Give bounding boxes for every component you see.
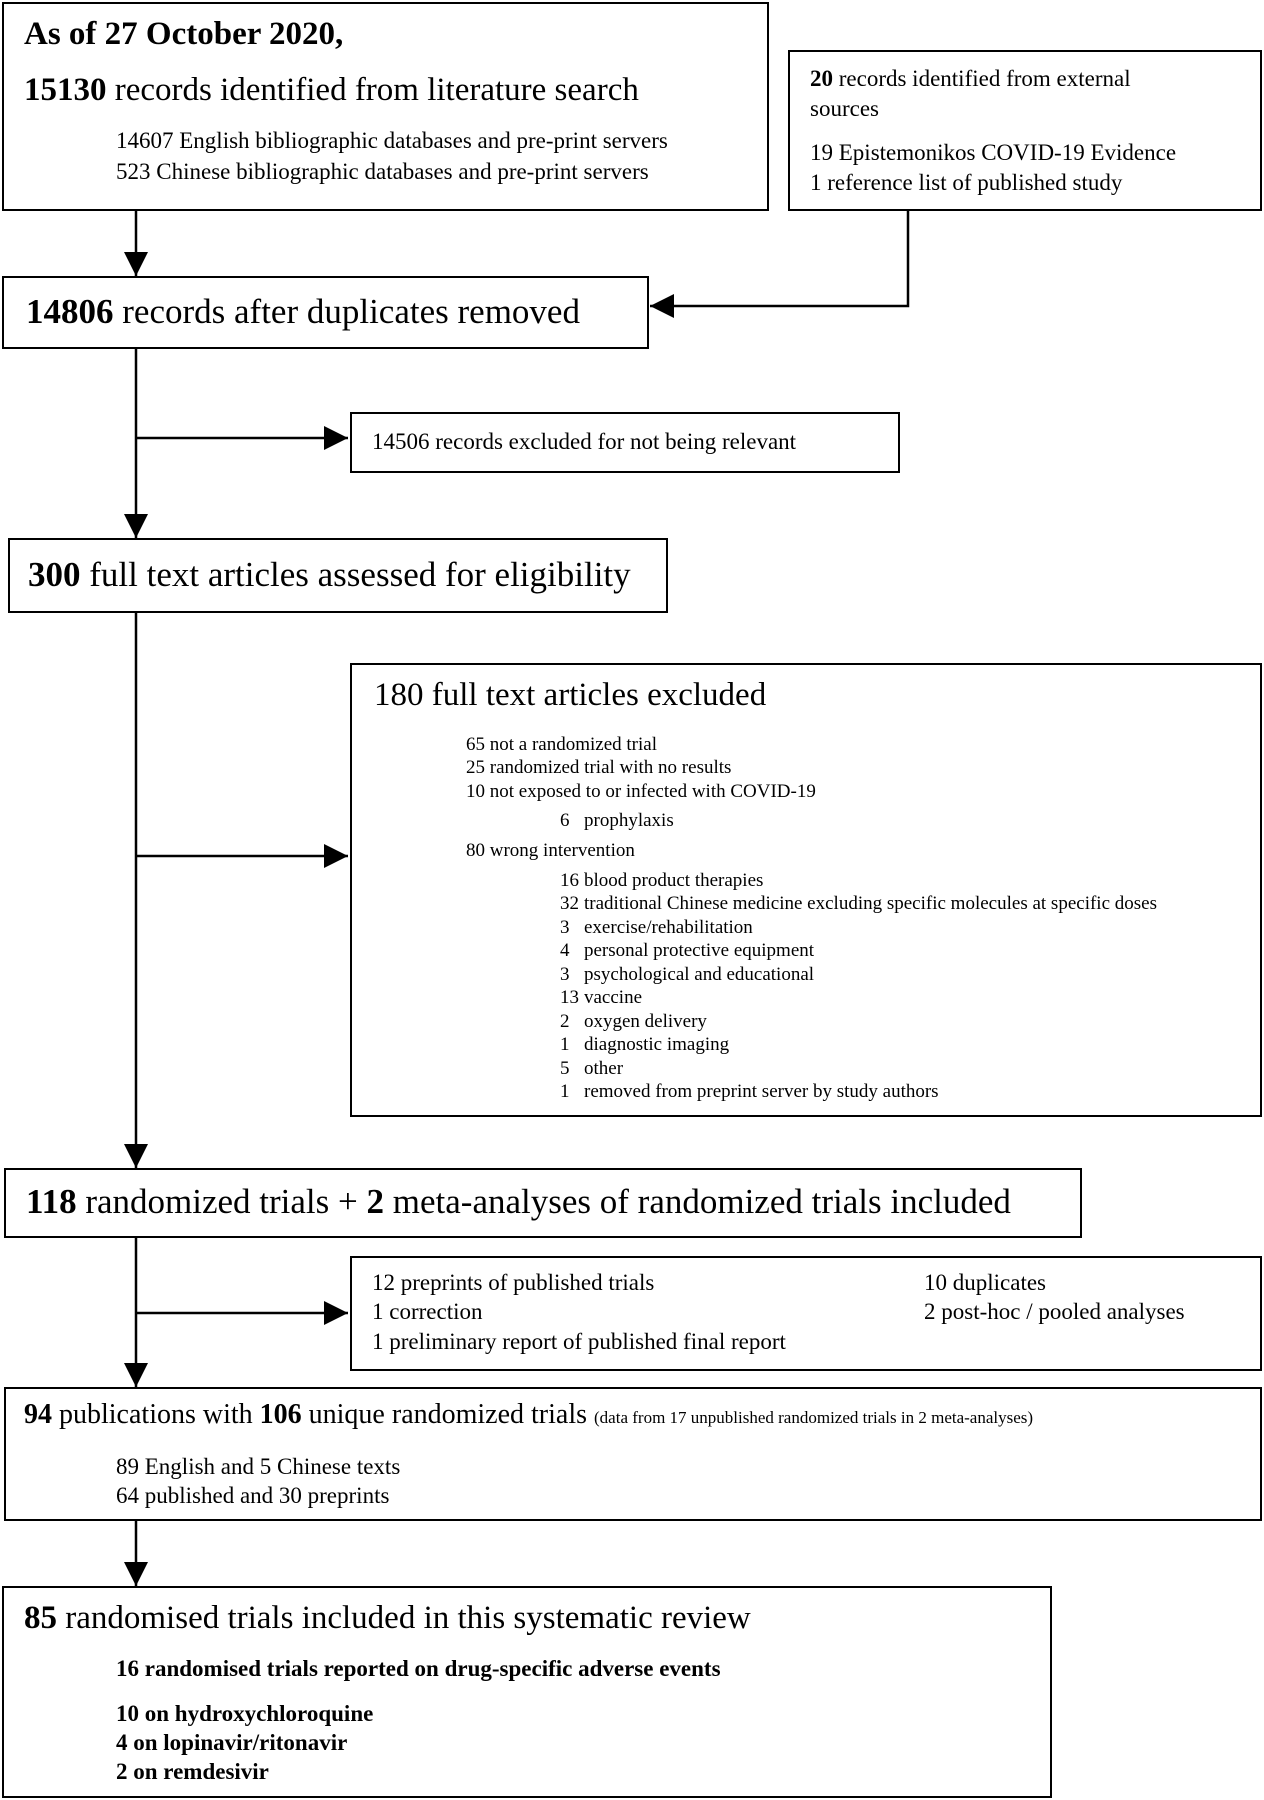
intervention-count: 4 [560,940,570,961]
publications-line: 94 publications with 106 unique randomiz… [24,1399,1033,1431]
external-label-2: sources [810,96,879,121]
review-drug-3: 2 on remdesivir [116,1759,269,1784]
intervention-label: exercise/rehabilitation [584,917,753,938]
intervention-count: 32 [560,893,579,914]
external-sub-2: 1 reference list of published study [810,170,1123,195]
publications-sub-1: 89 English and 5 Chinese texts [116,1454,401,1479]
review-label: randomised trials included in this syste… [65,1600,751,1636]
review-drug-2: 4 on lopinavir/ritonavir [116,1730,348,1755]
included-count-meta: 2 [366,1182,385,1221]
intervention-count: 16 [560,870,579,891]
review-line: 85 randomised trials included in this sy… [24,1600,751,1637]
excluded-reason-3: 10 not exposed to or infected with COVID… [466,781,816,802]
intervention-label: other [584,1058,624,1079]
search-sub-2: 523 Chinese bibliographic databases and … [116,159,649,184]
search-count: 15130 [24,72,107,108]
external-count: 20 [810,66,833,91]
included-line: 118 randomized trials + 2 meta-analyses … [26,1182,1011,1222]
fulltext-count: 300 [28,555,81,594]
external-count-line: 20 records identified from external [810,66,1131,92]
duplicates-left-3: 1 preliminary report of published final … [372,1329,786,1354]
intervention-label: diagnostic imaging [584,1034,730,1055]
fulltext-excluded-title: 180 full text articles excluded [374,677,767,713]
fulltext-box: 300 full text articles assessed for elig… [8,538,668,613]
intervention-label: personal protective equipment [584,940,815,961]
review-count: 85 [24,1600,57,1636]
review-drug-1: 10 on hydroxychloroquine [116,1701,374,1726]
publications-count: 94 [24,1399,52,1430]
duplicates-right-1: 10 duplicates [924,1270,1046,1295]
external-label-1: records identified from external [838,66,1131,91]
external-sources-box: 20 records identified from external sour… [788,50,1262,211]
search-label: records identified from literature searc… [114,72,639,108]
excluded-reason-2: 25 randomized trial with no results [466,757,732,778]
excluded-records-box: 14506 records excluded for not being rel… [350,412,900,473]
prophylaxis-label: prophylaxis [584,810,674,831]
review-headline: 16 randomised trials reported on drug-sp… [116,1656,721,1681]
intervention-label: removed from preprint server by study au… [584,1081,939,1102]
publications-sub-2: 64 published and 30 preprints [116,1483,390,1508]
included-box: 118 randomized trials + 2 meta-analyses … [4,1168,1082,1238]
search-count-line: 15130 records identified from literature… [24,72,639,109]
intervention-label: oxygen delivery [584,1011,707,1032]
included-count-trials: 118 [26,1182,77,1221]
intervention-label: psychological and educational [584,964,815,985]
prophylaxis-count: 6 [560,810,570,831]
included-label-meta: meta-analyses of randomized trials inclu… [392,1182,1011,1221]
intervention-count: 13 [560,987,579,1008]
intervention-count: 2 [560,1011,570,1032]
included-label-trials: randomized trials + [85,1182,358,1221]
intervention-label: vaccine [584,987,643,1008]
excluded-records-text: 14506 records excluded for not being rel… [372,429,797,454]
excluded-reason-1: 65 not a randomized trial [466,734,657,755]
unique-trials-count: 106 [259,1399,302,1430]
dedup-count: 14806 [26,292,114,331]
fulltext-excluded-box: 180 full text articles excluded 65 not a… [350,663,1262,1117]
intervention-count: 1 [560,1034,570,1055]
duplicates-left-2: 1 correction [372,1299,483,1324]
fulltext-label: full text articles assessed for eligibil… [89,555,631,594]
duplicates-box: 12 preprints of published trials 1 corre… [350,1256,1262,1371]
arrow-external-to-dedup [650,211,910,308]
external-sub-1: 19 Epistemonikos COVID-19 Evidence [810,140,1177,165]
wrong-intervention: 80 wrong intervention [466,840,635,861]
dedup-label: records after duplicates removed [122,292,580,331]
unique-trials-label: unique randomized trials [308,1399,588,1430]
dedup-box: 14806 records after duplicates removed [2,276,649,349]
intervention-count: 3 [560,917,570,938]
duplicates-left-1: 12 preprints of published trials [372,1270,655,1295]
fulltext-line: 300 full text articles assessed for elig… [28,555,631,595]
publications-box: 94 publications with 106 unique randomiz… [4,1387,1262,1521]
literature-search-box: As of 27 October 2020, 15130 records ide… [2,2,769,211]
intervention-count: 3 [560,964,570,985]
duplicates-right-2: 2 post-hoc / pooled analyses [924,1299,1185,1324]
search-sub-1: 14607 English bibliographic databases an… [116,128,668,153]
publications-label: publications with [59,1399,253,1430]
publications-note: (data from 17 unpublished randomized tri… [594,1408,1034,1427]
dedup-line: 14806 records after duplicates removed [26,292,580,332]
intervention-label: blood product therapies [584,870,764,891]
intervention-count: 5 [560,1058,570,1079]
date-line: As of 27 October 2020, [24,16,344,52]
systematic-review-box: 85 randomised trials included in this sy… [2,1586,1052,1798]
intervention-label: traditional Chinese medicine excluding s… [584,893,1157,914]
intervention-count: 1 [560,1081,570,1102]
